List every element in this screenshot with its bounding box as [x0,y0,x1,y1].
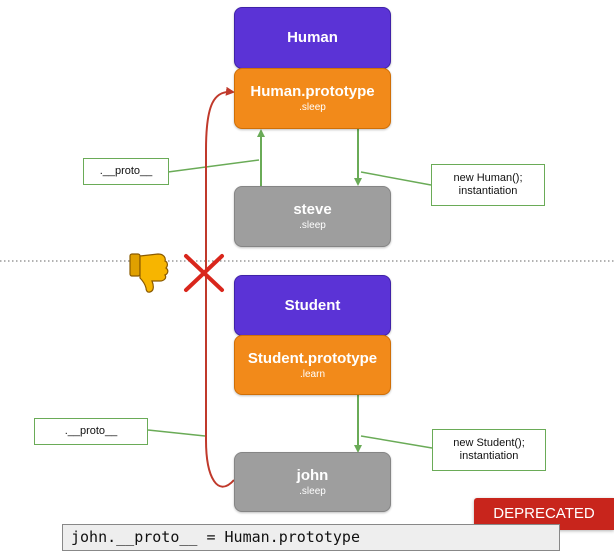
steve-method: .sleep [299,220,326,231]
top-instantiation-label: new Human(); instantiation [431,164,545,206]
student-prototype-title: Student.prototype [247,349,378,367]
instantiation-text: instantiation [458,185,518,197]
thumbs-down-icon [129,253,169,293]
john-instance-box: john .sleep [234,452,391,512]
human-class-title: Human [287,29,338,46]
proto-reassign-arrow [205,86,235,488]
top-new-pointer [360,171,432,186]
bottom-instantiation-label: new Student(); instantiation [432,429,546,471]
student-prototype-box: Student.prototype .learn [234,335,391,395]
student-class-box: Student [234,275,391,336]
top-proto-label: .__proto__ [83,158,169,185]
john-method: .sleep [299,485,326,497]
new-student-text: new Student(); [453,437,525,449]
john-title: john [296,466,329,484]
human-prototype-box: Human.prototype .sleep [234,68,391,129]
bottom-proto-pointer [147,429,206,437]
cross-icon [184,254,224,292]
top-proto-pointer [167,159,260,173]
human-prototype-method: .sleep [299,102,326,113]
instantiation-text: instantiation [459,450,519,462]
human-class-box: Human [234,7,391,69]
student-prototype-method: .learn [299,368,325,380]
new-human-text: new Human(); [453,172,523,184]
human-prototype-title: Human.prototype [250,83,375,100]
bottom-proto-label: .__proto__ [34,418,148,445]
student-class-title: Student [284,296,341,314]
bottom-new-pointer [360,435,433,449]
steve-instance-box: steve .sleep [234,186,391,247]
code-line: john.__proto__ = Human.prototype [62,524,560,551]
steve-title: steve [293,201,332,218]
